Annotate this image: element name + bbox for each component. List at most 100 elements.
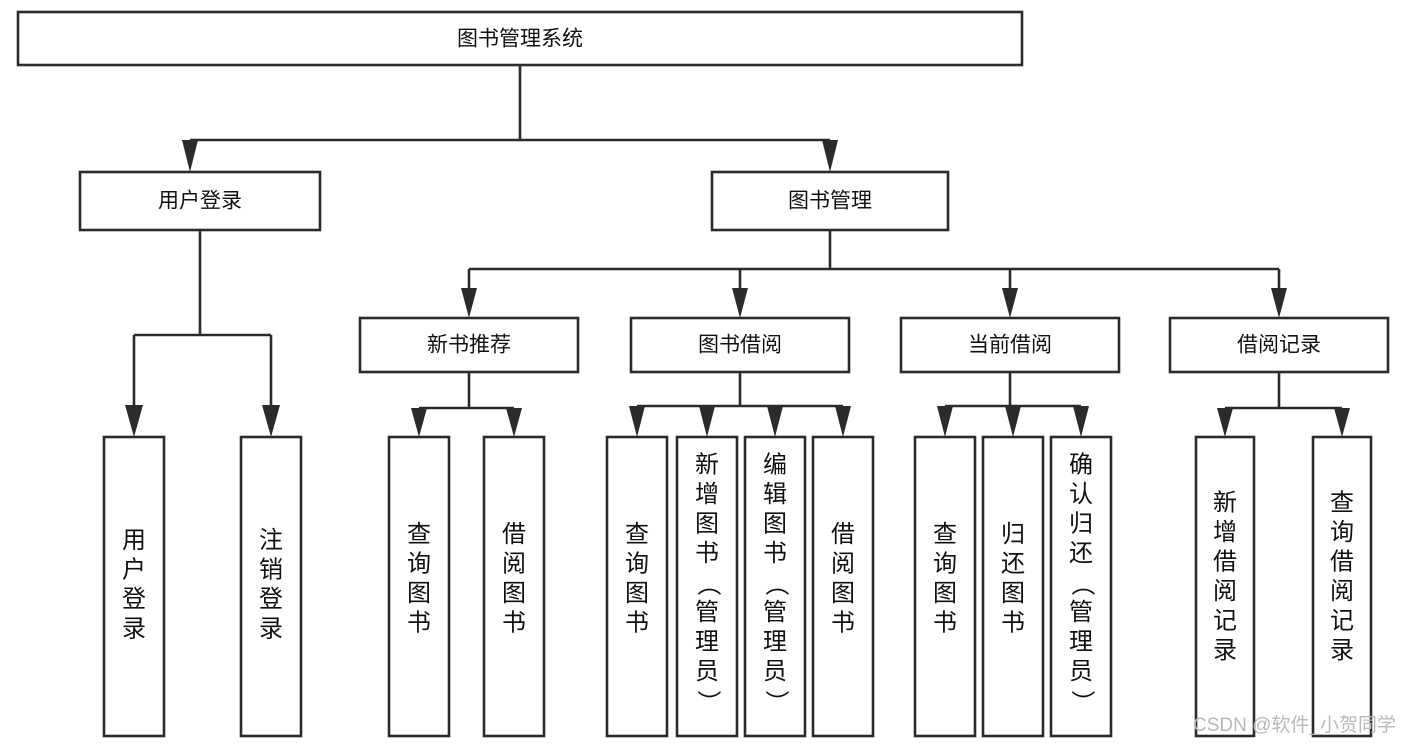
node-leaf-user-login[interactable]: 用户登录	[102, 435, 166, 738]
vertical-label-char: 增	[1213, 519, 1237, 546]
node-leaf-borrow-book-a-box[interactable]	[482, 435, 546, 738]
csdn-watermark: CSDN @软件_小贺同学	[1193, 714, 1396, 736]
node-leaf-confirm-return-box[interactable]	[1049, 435, 1113, 738]
vertical-label-char: 询	[625, 551, 649, 578]
arrow-head-current-borrow-to-leaf2	[1005, 406, 1021, 437]
node-leaf-user-login-box[interactable]	[102, 435, 166, 738]
vertical-label-char: 图	[1001, 580, 1025, 607]
vertical-label-char: 阅	[1330, 578, 1354, 605]
node-borrow-record[interactable]: 借阅记录	[1168, 316, 1390, 374]
arrow-head-root-to-user-login	[182, 140, 198, 172]
vertical-label-char: 借	[1330, 549, 1354, 576]
vertical-label-char: 书	[933, 610, 957, 637]
vertical-label-char: 书	[763, 540, 787, 567]
node-leaf-query-book-b-box[interactable]	[605, 435, 669, 738]
vertical-label-char: 询	[933, 551, 957, 578]
arrow-head-book-borrow-to-leaf4	[835, 406, 851, 437]
vertical-label-char: 阅	[1213, 578, 1237, 605]
node-leaf-return-book-box[interactable]	[981, 435, 1045, 738]
vertical-label-char: 认	[1069, 481, 1093, 508]
vertical-label-char: 员	[1069, 658, 1093, 685]
vertical-label-char: 户	[122, 557, 146, 584]
arrow-head-book-manage-to-c4	[1271, 288, 1287, 318]
vertical-label-char: 查	[407, 521, 431, 548]
vertical-label-char: 录	[259, 616, 283, 643]
vertical-label-char: 借	[502, 521, 526, 548]
arrow-head-book-manage-to-c2	[732, 288, 748, 318]
vertical-label-char: 借	[831, 521, 855, 548]
node-book-manage-box[interactable]	[710, 170, 950, 232]
node-leaf-query-book-a-box[interactable]	[387, 435, 451, 738]
node-leaf-logout-box[interactable]	[239, 435, 303, 738]
node-leaf-borrow-book-b-box[interactable]	[811, 435, 875, 738]
vertical-label-char: 图	[625, 580, 649, 607]
node-borrow-record-box[interactable]	[1168, 316, 1390, 374]
vertical-label-char: 登	[259, 586, 283, 613]
vertical-label-char: 阅	[502, 551, 526, 578]
vertical-label-char: 员	[763, 658, 787, 685]
node-book-manage[interactable]: 图书管理	[710, 170, 950, 232]
vertical-label-char: 记	[1213, 608, 1237, 635]
arrow-head-user-login-to-leaf1	[125, 405, 143, 437]
vertical-label-char: （	[1069, 572, 1096, 596]
node-root[interactable]: 图书管理系统	[16, 10, 1024, 67]
vertical-label-char: 书	[625, 610, 649, 637]
vertical-label-char: 书	[831, 610, 855, 637]
node-user-login-box[interactable]	[78, 170, 322, 232]
arrow-head-borrow-record-to-leaf2	[1334, 408, 1350, 437]
vertical-label-char: 图	[502, 580, 526, 607]
arrow-head-new-book-rec-to-leaf2	[506, 408, 522, 437]
vertical-label-char: 新	[1213, 490, 1237, 517]
node-leaf-add-record-box[interactable]	[1194, 435, 1256, 738]
node-current-borrow-box[interactable]	[899, 316, 1121, 374]
vertical-label-char: 管	[1069, 599, 1093, 626]
node-new-book-rec[interactable]: 新书推荐	[358, 316, 580, 374]
vertical-label-char: （	[763, 572, 790, 596]
vertical-label-char: ）	[1069, 690, 1096, 714]
connectors-layer	[125, 65, 1350, 437]
arrow-head-book-borrow-to-leaf3	[767, 406, 783, 437]
node-user-login[interactable]: 用户登录	[78, 170, 322, 232]
vertical-label-char: 销	[259, 557, 283, 584]
node-borrow-record-label: 借阅记录	[1237, 334, 1321, 357]
vertical-label-char: 新	[695, 451, 719, 478]
arrow-head-current-borrow-to-leaf3	[1073, 406, 1089, 437]
node-book-borrow-box[interactable]	[629, 316, 851, 374]
node-book-borrow[interactable]: 图书借阅	[629, 316, 851, 374]
node-leaf-query-book-c-box[interactable]	[913, 435, 977, 738]
vertical-label-char: 询	[1330, 519, 1354, 546]
node-leaf-add-book-box[interactable]	[675, 435, 739, 738]
node-current-borrow[interactable]: 当前借阅	[899, 316, 1121, 374]
vertical-label-char: 还	[1069, 540, 1093, 567]
vertical-label-char: 书	[1001, 610, 1025, 637]
vertical-label-char: 编	[763, 451, 787, 478]
node-leaf-edit-book-box[interactable]	[743, 435, 807, 738]
vertical-label-char: 图	[763, 510, 787, 537]
vertical-label-char: 理	[695, 628, 719, 655]
vertical-label-char: ）	[695, 690, 722, 714]
arrow-head-book-borrow-to-leaf1	[629, 406, 645, 437]
node-root-box[interactable]	[16, 10, 1024, 67]
node-new-book-rec-box[interactable]	[358, 316, 580, 374]
node-leaf-query-record-box[interactable]	[1311, 435, 1373, 738]
arrow-head-book-borrow-to-leaf2	[699, 406, 715, 437]
node-book-borrow-label: 图书借阅	[698, 334, 782, 357]
vertical-label-char: 查	[1330, 490, 1354, 517]
